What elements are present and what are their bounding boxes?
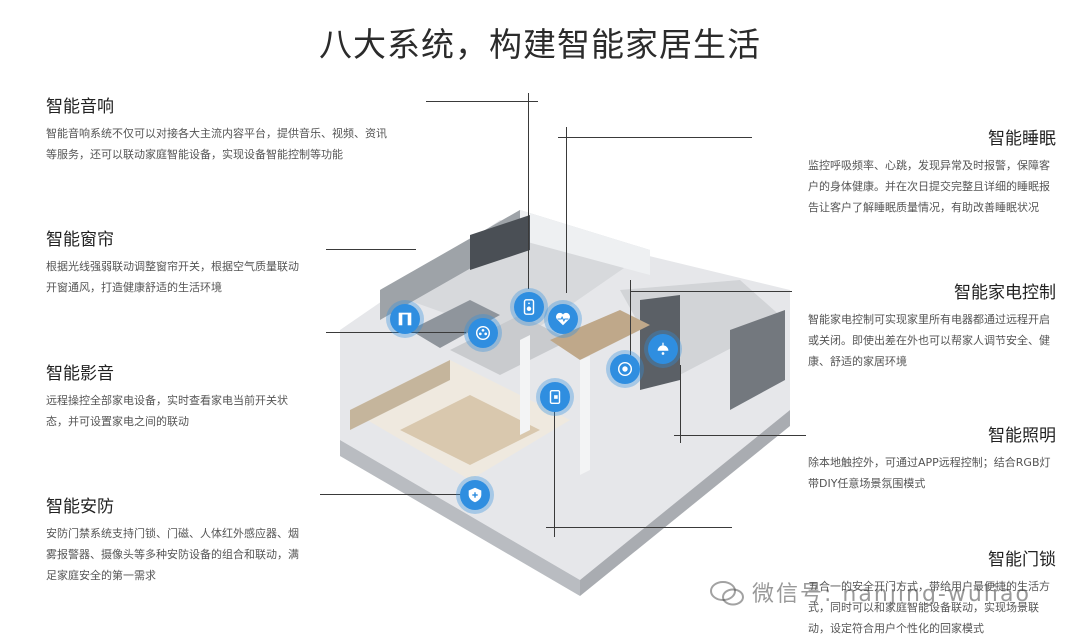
feature-title: 智能安防 (46, 497, 114, 517)
watermark: 微信号: nanjing-wuliao (752, 582, 1031, 607)
feature-title: 智能门锁 (988, 550, 1056, 570)
wechat-icon (710, 581, 744, 606)
appliance-hub-icon[interactable] (610, 354, 640, 384)
feature-desc: 远程操控全部家电设备，实时查看家电当前开关状态，并可设置家电之间的联动 (46, 394, 288, 428)
feature-audio: 智能音响 智能音响系统不仅可以对接各大主流内容平台，提供音乐、视频、资讯等服务，… (46, 92, 392, 165)
feature-sleep: 智能睡眠 监控呼吸频率、心跳，发现异常及时报警，保障客户的身体健康。并在次日提交… (808, 124, 1056, 218)
connector-lighting-v (680, 365, 681, 443)
connector-theater (326, 332, 466, 333)
feature-title: 智能窗帘 (46, 230, 114, 250)
speaker-hub-icon[interactable] (514, 292, 544, 322)
feature-lighting: 智能照明 除本地触控外，可通过APP远程控制；结合RGB灯带DIY任意场景氛围模… (808, 421, 1056, 494)
connector-lock-h (546, 527, 732, 528)
connector-sleep-h (558, 137, 752, 138)
feature-desc: 监控呼吸频率、心跳，发现异常及时报警，保障客户的身体健康。并在次日提交完整且详细… (808, 159, 1050, 214)
feature-desc: 除本地触控外，可通过APP远程控制；结合RGB灯带DIY任意场景氛围模式 (808, 456, 1051, 490)
feature-theater: 智能影音 远程操控全部家电设备，实时查看家电当前开关状态，并可设置家电之间的联动 (46, 359, 308, 432)
feature-security: 智能安防 安防门禁系统支持门锁、门磁、人体红外感应器、烟雾报警器、摄像头等多种安… (46, 492, 308, 586)
connector-curtain (326, 249, 416, 250)
feature-title: 智能影音 (46, 364, 114, 384)
connector-appliance-v (630, 280, 631, 360)
feature-appliance: 智能家电控制 智能家电控制可实现家里所有电器都通过远程开启或关闭。即使出差在外也… (808, 278, 1056, 372)
connector-security (320, 494, 464, 495)
connector-lighting-h (674, 435, 806, 436)
lighting-hub-icon[interactable] (648, 334, 678, 364)
page-title: 八大系统，构建智能家居生活 (319, 25, 761, 64)
curtain-hub-icon[interactable] (390, 304, 420, 334)
theater-hub-icon[interactable] (468, 318, 498, 348)
feature-title: 智能照明 (988, 426, 1056, 446)
feature-desc: 智能家电控制可实现家里所有电器都通过远程开启或关闭。即使出差在外也可以帮家人调节… (808, 313, 1050, 368)
feature-title: 智能睡眠 (988, 129, 1056, 149)
connector-appliance-h (630, 291, 792, 292)
feature-curtain: 智能窗帘 根据光线强弱联动调整窗帘开关，根据空气质量联动开窗通风，打造健康舒适的… (46, 225, 308, 298)
feature-desc: 安防门禁系统支持门锁、门磁、人体红外感应器、烟雾报警器、摄像头等多种安防设备的组… (46, 527, 299, 582)
feature-title: 智能家电控制 (954, 283, 1056, 303)
sleep-hub-icon[interactable] (548, 304, 578, 334)
lock-hub-icon[interactable] (540, 382, 570, 412)
security-hub-icon[interactable] (460, 480, 490, 510)
connector-audio-v (528, 93, 529, 289)
floor-plan-illustration (340, 210, 790, 596)
connector-sleep-v (566, 127, 567, 293)
feature-title: 智能音响 (46, 97, 114, 117)
feature-desc: 五合一的安全开门方式，带给用户最便捷的生活方式，同时可以和家庭智能设备联动，实现… (808, 580, 1050, 635)
connector-lock-v (554, 407, 555, 537)
feature-desc: 根据光线强弱联动调整窗帘开关，根据空气质量联动开窗通风，打造健康舒适的生活环境 (46, 260, 299, 294)
feature-lock: 智能门锁 五合一的安全开门方式，带给用户最便捷的生活方式，同时可以和家庭智能设备… (808, 545, 1056, 639)
connector-audio-h (426, 101, 538, 102)
feature-desc: 智能音响系统不仅可以对接各大主流内容平台，提供音乐、视频、资讯等服务，还可以联动… (46, 127, 387, 161)
